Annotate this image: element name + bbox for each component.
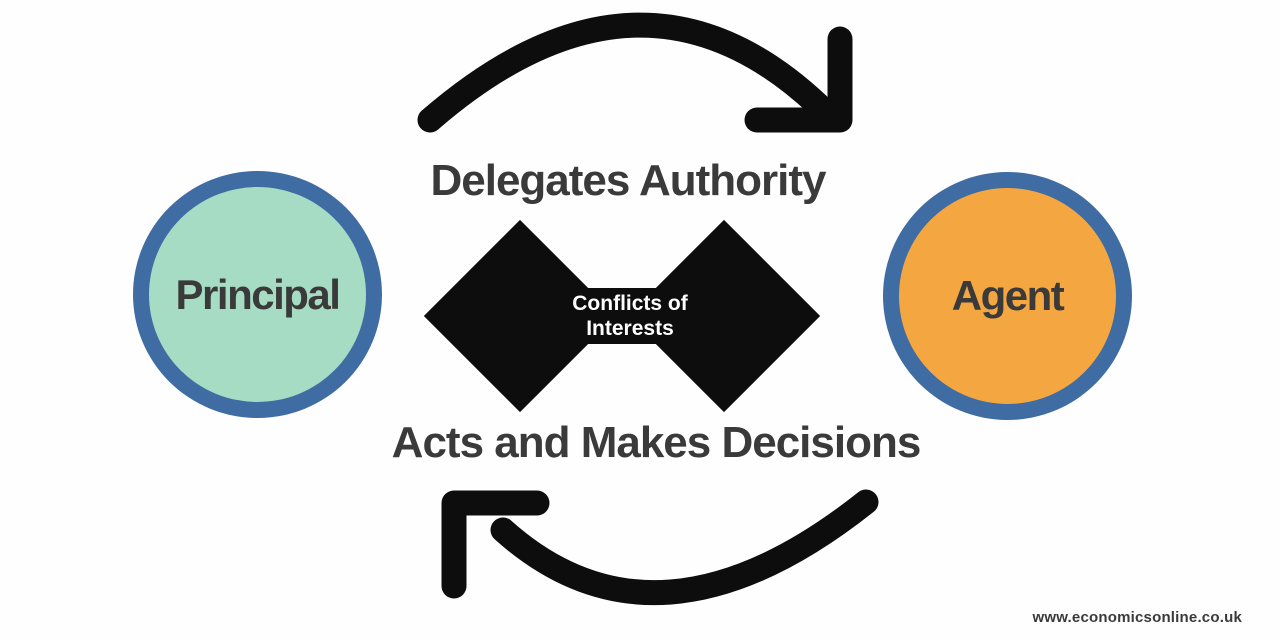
conflicts-line-1: Conflicts of [572,292,688,315]
delegates-curved-arrow-icon [417,12,853,133]
agent-label: Agent [951,272,1065,319]
conflict-double-arrow-icon [423,219,821,413]
agent-circle: Agent [883,172,1132,420]
watermark-url: www.economicsonline.co.uk [1032,609,1242,626]
acts-and-makes-decisions-title: Acts and Makes Decisions [391,418,922,467]
conflicts-of-interests-label: Conflicts of Interests [572,291,688,341]
delegates-authority-title: Delegates Authority [430,156,826,205]
conflicts-line-2: Interests [586,317,674,340]
acts-curved-arrow-icon [441,489,879,605]
principal-label: Principal [175,270,341,318]
principal-circle: Principal [133,171,382,418]
